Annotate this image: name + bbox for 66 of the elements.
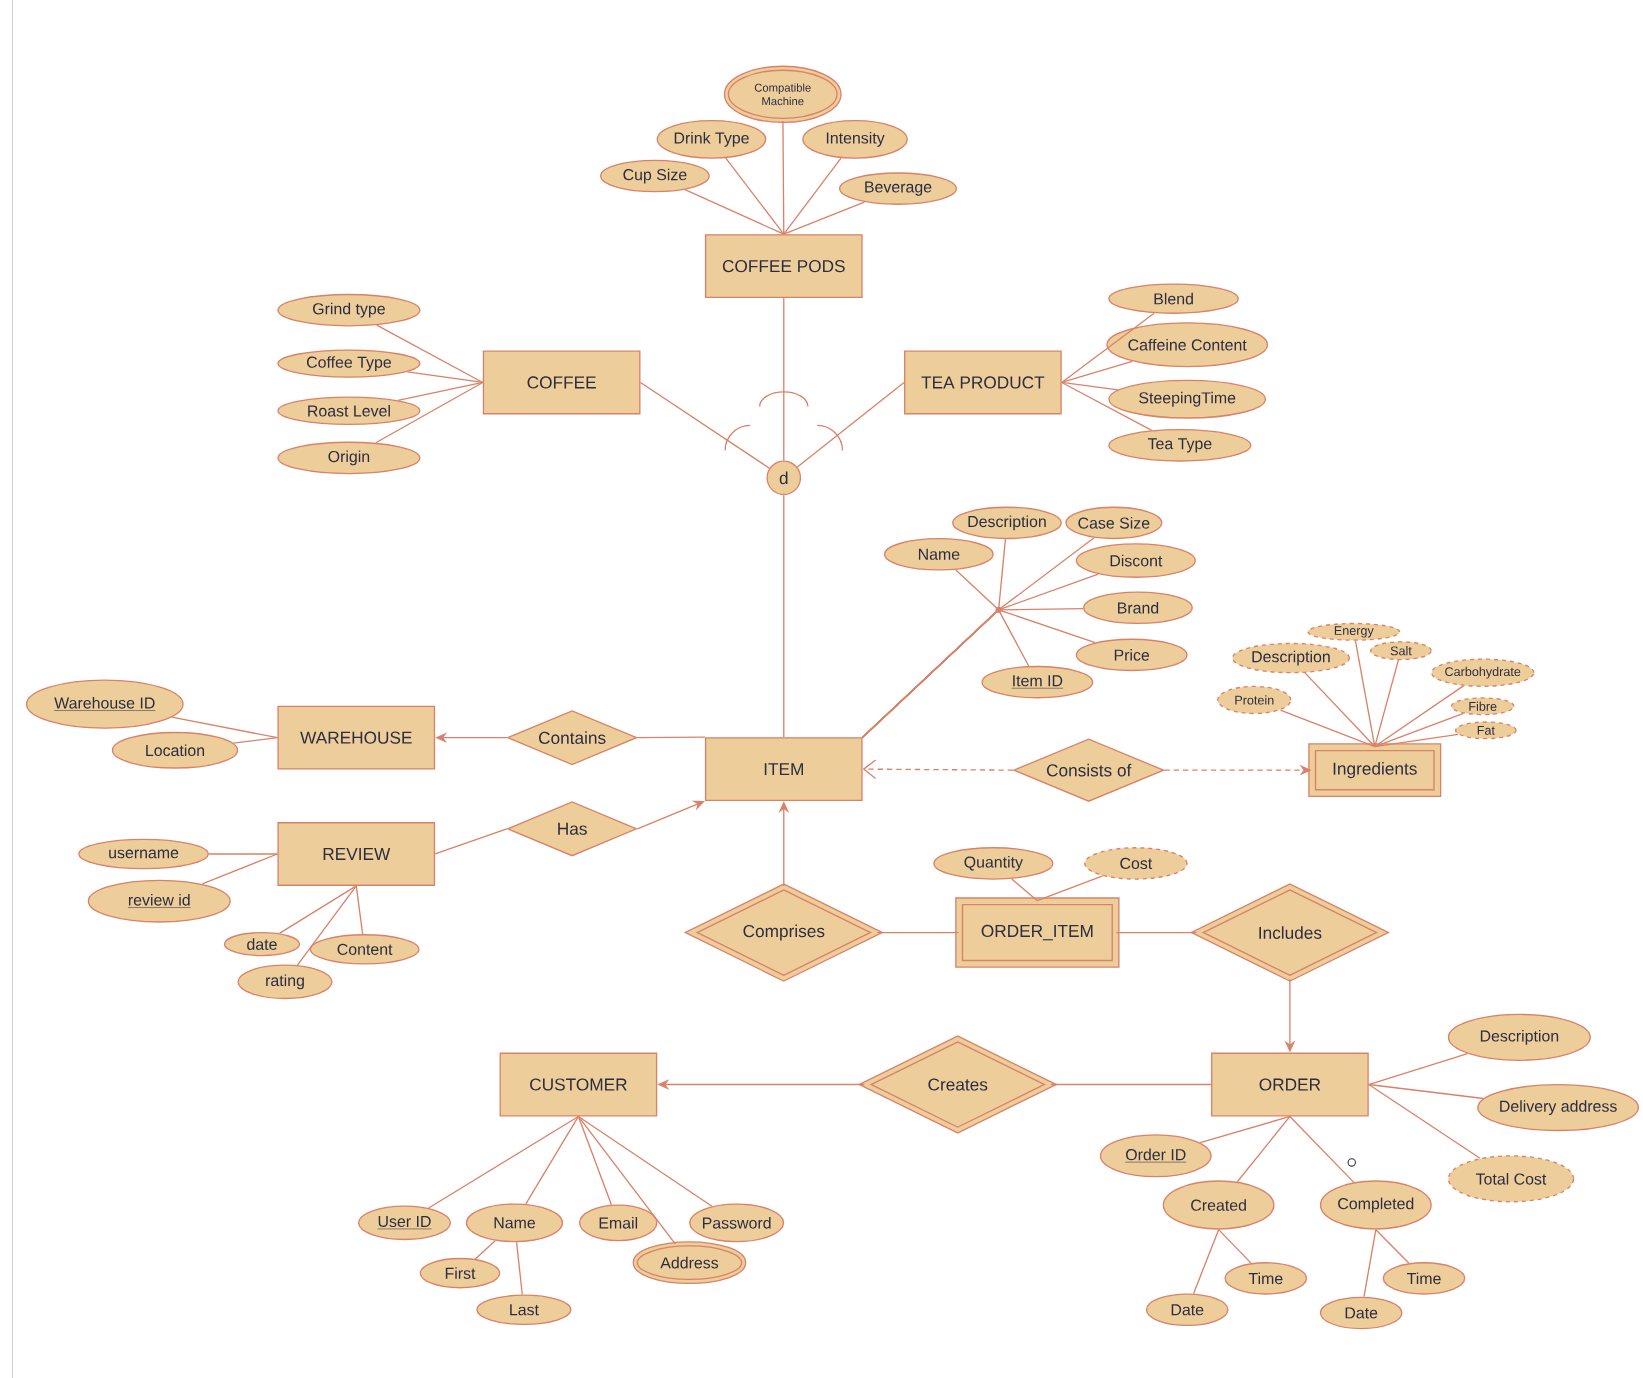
connector-line	[1192, 1229, 1220, 1295]
weak-entity-box: Ingredients	[1308, 743, 1442, 798]
connector-line	[577, 1115, 713, 1207]
connector-line	[397, 381, 484, 402]
connector-line	[1217, 1229, 1252, 1264]
connector-line	[1050, 1083, 1212, 1086]
connector-line	[1304, 672, 1376, 748]
connector-line	[783, 297, 785, 462]
connector-line	[1374, 712, 1465, 748]
connector-line	[684, 189, 785, 235]
connector-line	[1115, 931, 1198, 934]
connector-line	[1374, 659, 1400, 748]
connector-line	[1011, 878, 1039, 902]
connector-line	[782, 120, 785, 235]
connector-line	[406, 371, 484, 384]
connector-line	[1061, 381, 1153, 432]
connector-line	[1061, 360, 1133, 384]
connector-line	[1061, 381, 1119, 391]
connector-line	[639, 381, 770, 469]
connector-line	[1368, 1053, 1469, 1086]
connector-line	[1279, 709, 1376, 748]
connector-line	[376, 324, 484, 384]
connector-line	[278, 885, 357, 935]
connector-line	[783, 494, 785, 738]
connector-line	[1374, 733, 1459, 748]
entity-box: TEA PRODUCT	[904, 350, 1062, 415]
connector-line	[636, 736, 706, 739]
connector-line	[201, 853, 279, 885]
connector-line	[1368, 1083, 1481, 1159]
entity-box: COFFEE PODS	[704, 234, 863, 299]
arrow	[636, 800, 705, 830]
connector-line	[1374, 685, 1465, 748]
connector-line	[428, 1115, 580, 1209]
connector-line	[434, 828, 508, 855]
connector-line	[1368, 1083, 1485, 1100]
connector-line	[1199, 1115, 1291, 1144]
connector-line	[208, 853, 279, 855]
connector-line	[1375, 1229, 1410, 1264]
entity-box: REVIEW	[277, 822, 436, 886]
connector-line	[474, 1240, 496, 1260]
entity-box: WAREHOUSE	[277, 705, 436, 770]
connector-line	[577, 1115, 676, 1245]
connector-line	[725, 157, 785, 235]
connector-line	[355, 885, 364, 935]
entity-box: COFFEE	[482, 350, 641, 415]
connector-line	[862, 608, 1030, 738]
connector-line	[783, 157, 842, 235]
connector-line	[375, 381, 484, 444]
arrow	[862, 759, 1014, 780]
entity-box: ORDER	[1211, 1052, 1369, 1117]
entity-box: CUSTOMER	[499, 1052, 658, 1117]
connector-line	[1061, 312, 1155, 384]
entity-box: ITEM	[704, 737, 863, 802]
connector-line	[796, 381, 905, 468]
connector-line	[1236, 1115, 1291, 1183]
connector-line	[876, 931, 960, 934]
weak-entity-box: ORDER_ITEM	[955, 897, 1120, 968]
connector-line	[783, 201, 866, 235]
connector-line	[232, 737, 279, 744]
connector-line	[515, 1241, 523, 1296]
connector-line	[1354, 640, 1376, 748]
connector-line	[1289, 1115, 1355, 1184]
connector-line	[1363, 1229, 1377, 1298]
connector-line	[577, 1115, 613, 1206]
connector-line	[525, 1115, 580, 1205]
connector-line	[1036, 875, 1104, 902]
